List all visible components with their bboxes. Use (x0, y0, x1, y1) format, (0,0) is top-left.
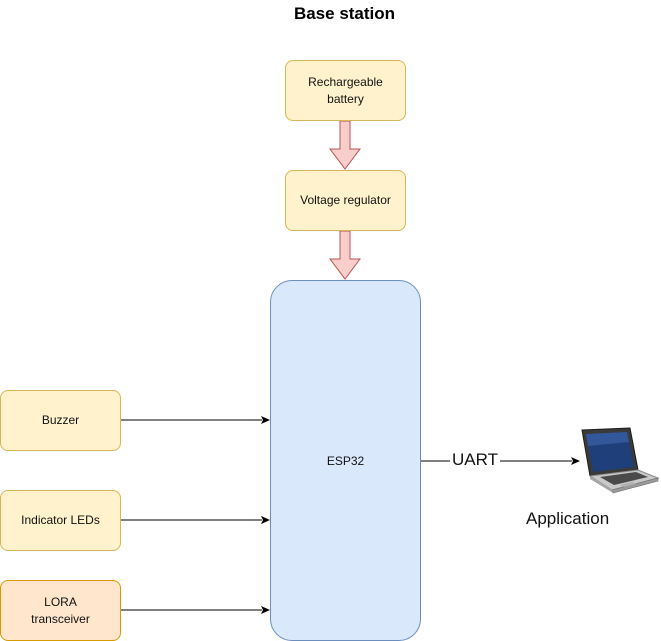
application-label: Application (526, 509, 610, 528)
uart-label: UART (450, 450, 500, 470)
esp32-block: ESP32 (270, 280, 421, 641)
battery-label: Rechargeable battery (308, 75, 383, 106)
leds-block: Indicator LEDs (0, 490, 121, 551)
lora-label: LORA transceiver (31, 595, 90, 626)
buzzer-block: Buzzer (0, 390, 121, 451)
arrow-esp32-to-application (421, 457, 580, 465)
esp32-label: ESP32 (326, 453, 365, 468)
power-arrow-battery-to-regulator (329, 120, 361, 170)
battery-block: Rechargeable battery (285, 60, 406, 121)
regulator-label: Voltage regulator (300, 193, 391, 208)
buzzer-label: Buzzer (41, 413, 80, 428)
arrow-leds-to-esp32 (120, 516, 270, 524)
power-arrow-regulator-to-esp32 (329, 230, 361, 280)
laptop-icon (581, 427, 660, 494)
leds-label: Indicator LEDs (21, 513, 100, 528)
arrow-lora-to-esp32 (120, 606, 270, 614)
regulator-block: Voltage regulator (285, 170, 406, 231)
diagram-title: Base station (293, 4, 396, 23)
arrow-buzzer-to-esp32 (120, 416, 270, 424)
lora-block: LORA transceiver (0, 580, 121, 641)
